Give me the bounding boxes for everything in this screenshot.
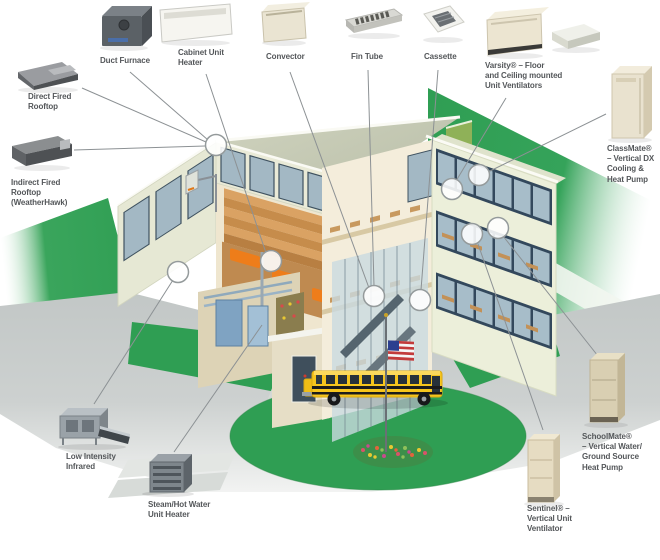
callout-marker [259, 249, 283, 273]
steam-hot-water-unit-heater-image [142, 454, 194, 497]
callout-marker [166, 260, 190, 284]
duct-furnace-image [100, 6, 152, 51]
stairs [340, 294, 404, 358]
classroom-right-wall [431, 139, 557, 397]
bus-windshield [316, 375, 322, 384]
classmate-image [608, 66, 652, 143]
callout-marker [440, 177, 464, 201]
label-convector: Convector [266, 52, 305, 61]
callout-markers [166, 133, 510, 312]
callout-lines [73, 69, 607, 453]
varsity-floor-unit-image [486, 7, 549, 59]
cassette-image [423, 5, 465, 43]
gym-west-wall [117, 141, 217, 308]
school-bus [302, 370, 448, 409]
convector-image [261, 2, 310, 46]
entrance [268, 326, 334, 428]
gym-floor-mat [230, 248, 260, 269]
label-indirect-fired-rooftop: Indirect Fired Rooftop (WeatherHawk) [11, 178, 68, 208]
cabinet-unit-heater-image [159, 3, 233, 46]
classroom-roof-trim [425, 134, 559, 184]
sentinel-image [524, 434, 564, 507]
label-sentinel: Sentinel® – Vertical Unit Ventilator [527, 504, 572, 534]
callout-marker [362, 284, 386, 308]
callout-marker [204, 133, 228, 157]
classroom-roof-slab [432, 134, 566, 184]
callout-marker [408, 288, 432, 312]
flower-bed [353, 436, 433, 468]
lockers [276, 292, 304, 336]
varsity-ceiling-unit-image [552, 24, 600, 53]
entrance-canopy [268, 326, 334, 342]
label-varsity: Varsity® – Floor and Ceiling mounted Uni… [485, 61, 563, 91]
label-classmate: ClassMate® – Vertical DX Cooling & Heat … [607, 144, 655, 184]
callout-marker [486, 216, 510, 240]
label-fin-tube: Fin Tube [351, 52, 383, 61]
label-duct-furnace: Duct Furnace [100, 56, 150, 65]
floor-slab [322, 211, 432, 245]
boiler [215, 299, 243, 347]
pipe [203, 280, 293, 300]
bus-windows [326, 375, 431, 384]
label-schoolmate: SchoolMate® – Vertical Water/ Ground Sou… [582, 432, 642, 472]
label-direct-fired-rooftop: Direct Fired Rooftop [28, 92, 72, 112]
indirect-fired-rooftop-image [12, 136, 72, 171]
direct-fired-rooftop-image [18, 62, 78, 93]
bus-door [432, 376, 440, 394]
flowers [361, 444, 427, 459]
basketball-hoop [185, 169, 217, 212]
label-low-intensity-infrared: Low Intensity Infrared [66, 452, 116, 472]
low-intensity-infrared-image [58, 408, 130, 450]
accent-trim [445, 120, 473, 129]
label-cabinet-unit-heater: Cabinet Unit Heater [178, 48, 224, 68]
boiler [247, 305, 269, 347]
us-flag [388, 340, 414, 361]
fin-tube-slots [355, 11, 390, 25]
flagpole [384, 313, 414, 452]
schoolmate-image [584, 353, 628, 428]
callout-marker [460, 222, 484, 246]
label-cassette: Cassette [424, 52, 457, 61]
label-steam-hot-water-unit-heater: Steam/Hot Water Unit Heater [148, 500, 211, 520]
fin-tube-image [344, 8, 404, 39]
callout-marker [467, 163, 491, 187]
